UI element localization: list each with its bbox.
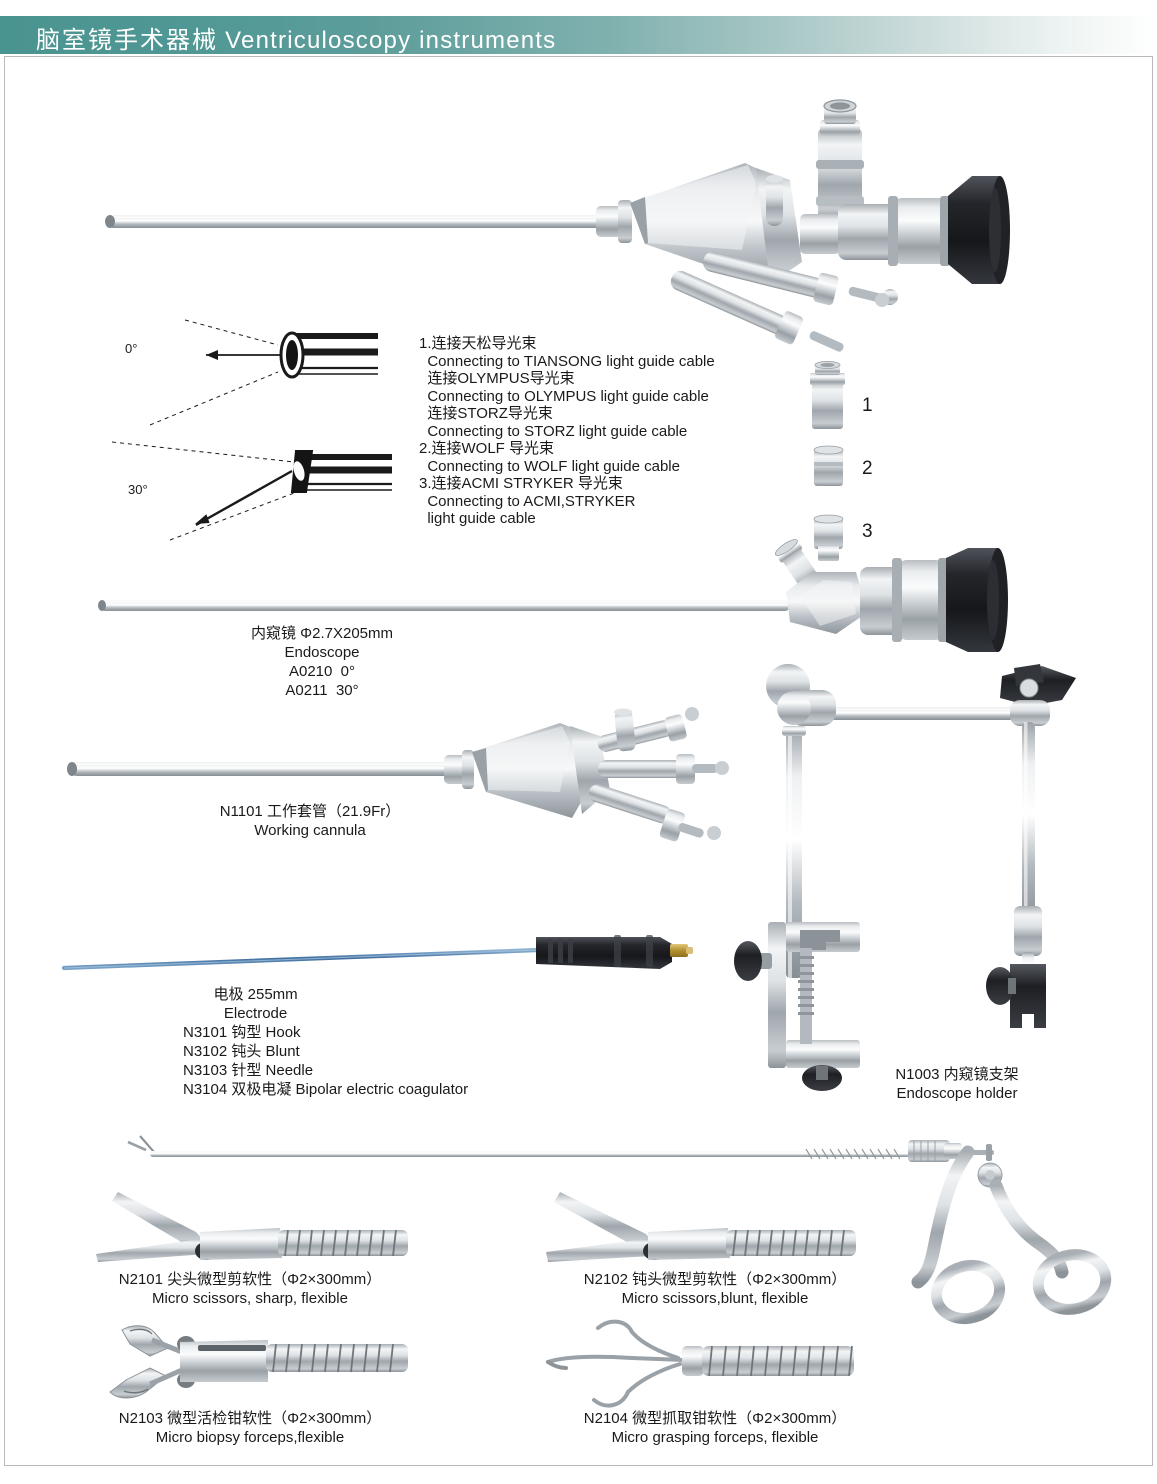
adapter-1-label: 1	[862, 395, 873, 416]
endoscope-holder-caption: N1003 内窥镜支架 Endoscope holder	[862, 1065, 1052, 1103]
holder-caption-line1: N1003 内窥镜支架	[895, 1066, 1019, 1083]
electrode-caption: 电极 255mm Electrode N3101 钩型 Hook N3102 钝…	[183, 985, 468, 1099]
endoscope-caption: 内窥镜 Φ2.7X205mm Endoscope A0210 0° A0211 …	[150, 624, 494, 700]
n2102-line1: N2102 钝头微型剪软性（Φ2×300mm）	[583, 1271, 847, 1288]
page-border	[4, 56, 1153, 1466]
electrode-caption-line3: N3101 钩型 Hook	[183, 1024, 301, 1041]
note-line-5: 连接STORZ导光束	[419, 405, 553, 422]
holder-caption-line2: Endoscope holder	[896, 1085, 1018, 1102]
note-line-8: Connecting to WOLF light guide cable	[419, 457, 680, 475]
note-line-9: 3.连接ACMI STRYKER 导光束	[419, 475, 623, 492]
micro-scissors-sharp-caption: N2101 尖头微型剪软性（Φ2×300mm） Micro scissors, …	[60, 1270, 440, 1308]
header-banner	[0, 16, 1157, 54]
note-line-10: Connecting to ACMI,STRYKER	[419, 492, 636, 510]
endoscope-caption-line4: A0211 30°	[285, 682, 359, 699]
angle-label-0: 0°	[125, 341, 138, 356]
micro-scissors-blunt-caption: N2102 钝头微型剪软性（Φ2×300mm） Micro scissors,b…	[525, 1270, 905, 1308]
light-guide-notes: 1.连接天松导光束 Connecting to TIANSONG light g…	[419, 335, 715, 528]
endoscope-caption-line1: 内窥镜 Φ2.7X205mm	[250, 625, 393, 642]
note-line-7: 2.连接WOLF 导光束	[419, 440, 555, 457]
endoscope-caption-line3: A0210 0°	[288, 663, 356, 680]
n2101-line2: Micro scissors, sharp, flexible	[152, 1290, 348, 1307]
micro-grasping-forceps-caption: N2104 微型抓取钳软性（Φ2×300mm） Micro grasping f…	[525, 1409, 905, 1447]
adapter-3-label: 3	[862, 521, 873, 542]
micro-biopsy-forceps-caption: N2103 微型活检钳软性（Φ2×300mm） Micro biopsy for…	[60, 1409, 440, 1447]
angle-label-30: 30°	[128, 482, 148, 497]
note-line-1: 1.连接天松导光束	[419, 335, 537, 352]
note-line-3: 连接OLYMPUS导光束	[419, 370, 575, 387]
adapter-2-label: 2	[862, 458, 873, 479]
page-title-cn: 脑室镜手术器械	[36, 27, 218, 54]
n2104-line2: Micro grasping forceps, flexible	[611, 1429, 819, 1446]
electrode-caption-line1: 电极 255mm	[213, 986, 298, 1003]
working-cannula-caption: N1101 工作套管（21.9Fr） Working cannula	[140, 802, 480, 840]
page-title: 脑室镜手术器械 Ventriculoscopy instruments	[36, 20, 556, 55]
page-title-en: Ventriculoscopy instruments	[225, 27, 557, 54]
n2103-line1: N2103 微型活检钳软性（Φ2×300mm）	[118, 1410, 382, 1427]
cannula-caption-line2: Working cannula	[254, 822, 366, 839]
n2101-line1: N2101 尖头微型剪软性（Φ2×300mm）	[118, 1271, 382, 1288]
cannula-caption-line1: N1101 工作套管（21.9Fr）	[219, 803, 401, 820]
note-line-11: light guide cable	[419, 510, 536, 527]
note-line-4: Connecting to OLYMPUS light guide cable	[419, 387, 709, 405]
electrode-caption-line4: N3102 钝头 Blunt	[183, 1043, 300, 1060]
n2104-line1: N2104 微型抓取钳软性（Φ2×300mm）	[583, 1410, 847, 1427]
electrode-caption-line2: Electrode	[223, 1005, 288, 1022]
n2102-line2: Micro scissors,blunt, flexible	[621, 1290, 809, 1307]
note-line-2: Connecting to TIANSONG light guide cable	[419, 352, 715, 370]
electrode-caption-line5: N3103 针型 Needle	[183, 1062, 314, 1079]
note-line-6: Connecting to STORZ light guide cable	[419, 422, 688, 440]
electrode-caption-line6: N3104 双极电凝 Bipolar electric coagulator	[183, 1081, 469, 1098]
n2103-line2: Micro biopsy forceps,flexible	[155, 1429, 345, 1446]
endoscope-caption-line2: Endoscope	[284, 644, 360, 661]
